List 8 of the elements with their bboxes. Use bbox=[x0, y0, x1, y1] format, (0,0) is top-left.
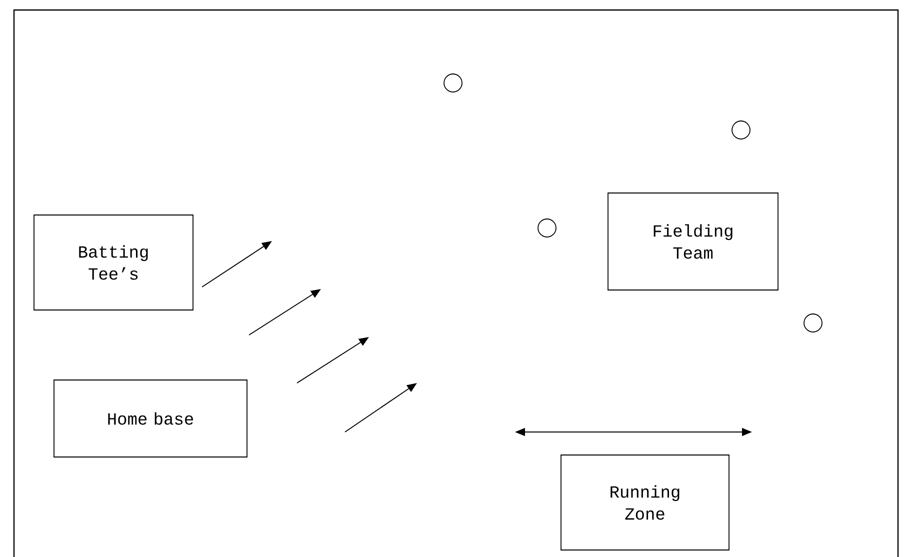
label-box: Fielding Team bbox=[608, 192, 778, 290]
label-box: Running Zone bbox=[560, 454, 730, 550]
player-marker bbox=[732, 120, 750, 140]
label-box: Home base bbox=[54, 380, 248, 458]
label-box: Batting Tee’s bbox=[34, 214, 194, 310]
player-marker bbox=[804, 314, 822, 332]
player-marker bbox=[538, 218, 556, 238]
player-marker bbox=[444, 74, 462, 92]
